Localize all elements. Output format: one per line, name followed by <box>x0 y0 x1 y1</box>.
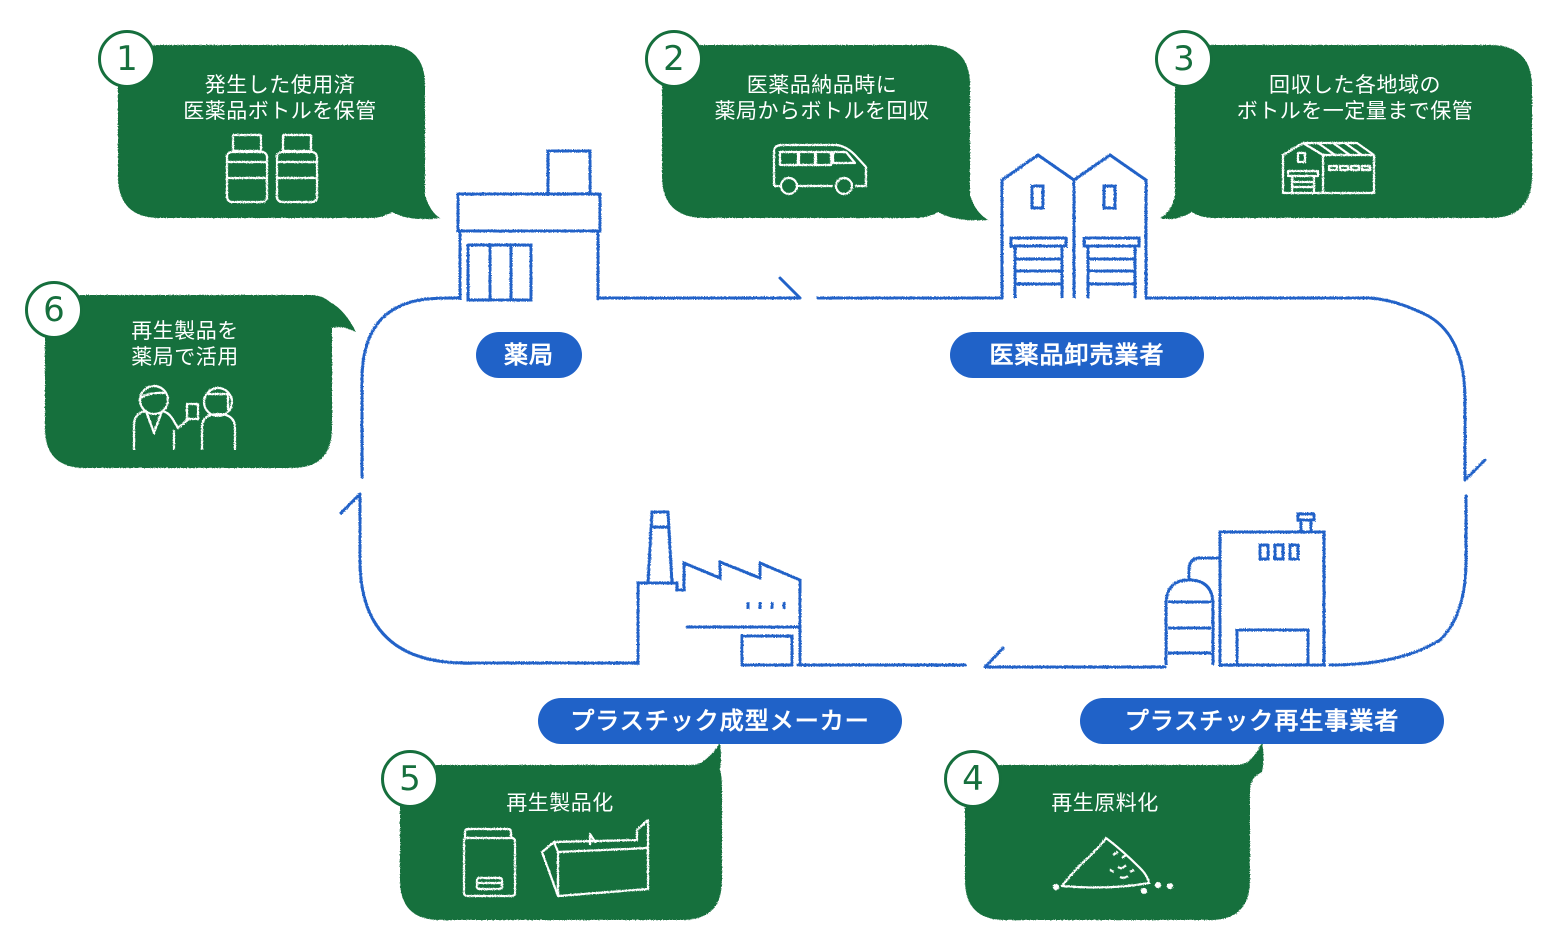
step-2-text: 医薬品納品時に 薬局からボトルを回収 <box>672 72 972 124</box>
step-6-line1: 再生製品を <box>131 319 239 343</box>
step-3-text: 回収した各地域の ボトルを一定量まで保管 <box>1200 72 1510 124</box>
loop-arrow-left <box>983 646 1167 669</box>
step-1-line1: 発生した使用済 <box>204 73 356 97</box>
facility-label-pharmacy: 薬局 <box>476 332 582 378</box>
bubble-3-shape <box>1160 45 1532 220</box>
bubble-2-shape <box>662 45 988 221</box>
loop-arrow-right <box>598 276 802 300</box>
medicine-bottles-icon <box>225 133 319 204</box>
step-5-line1: 再生製品化 <box>506 791 614 815</box>
facility-label-molding-maker: プラスチック成型メーカー <box>538 698 902 744</box>
step-6-text: 再生製品を 薬局で活用 <box>80 318 290 370</box>
recycling-plant-icon <box>1164 512 1326 667</box>
loop-arrow-up <box>339 492 640 665</box>
step-4-number: 4 <box>944 750 1002 808</box>
facility-label-recycler: プラスチック再生事業者 <box>1080 698 1444 744</box>
step-2-number: 2 <box>645 30 703 88</box>
step-3-line1: 回収した各地域の <box>1269 73 1441 97</box>
bubble-1-shape <box>118 45 440 220</box>
step-6-line2: 薬局で活用 <box>131 345 239 369</box>
step-6-number: 6 <box>25 281 83 339</box>
step-5-text: 再生製品化 <box>440 790 680 816</box>
step-4-text: 再生原料化 <box>990 790 1220 816</box>
step-3-number: 3 <box>1155 30 1213 88</box>
step-2-line1: 医薬品納品時に <box>746 73 898 97</box>
step-2-line2: 薬局からボトルを回収 <box>714 99 930 123</box>
step-4-line1: 再生原料化 <box>1051 791 1159 815</box>
loop-left-upper <box>360 296 460 479</box>
step-1-line2: 医薬品ボトルを保管 <box>183 99 377 123</box>
loop-right-lower <box>1328 494 1468 667</box>
step-1-text: 発生した使用済 医薬品ボトルを保管 <box>140 72 420 124</box>
loop-arrow-down <box>1144 296 1487 482</box>
bubble-6-shape <box>45 295 356 468</box>
step-1-number: 1 <box>98 30 156 88</box>
facility-label-wholesaler: 医薬品卸売業者 <box>950 332 1204 378</box>
pharmacy-building-icon <box>456 149 602 302</box>
step-5-number: 5 <box>381 750 439 808</box>
bubble-4-shape <box>965 742 1264 920</box>
powder-pile-icon <box>1052 836 1174 895</box>
recycled-products-icon <box>462 818 650 898</box>
pharmacist-customer-icon <box>132 384 237 450</box>
factory-icon <box>636 510 802 667</box>
van-icon <box>772 143 868 196</box>
bubble-5-shape <box>400 742 722 920</box>
warehouse-icon <box>1281 141 1376 195</box>
wholesaler-warehouse-icon <box>1000 153 1148 298</box>
step-3-line2: ボトルを一定量まで保管 <box>1236 99 1474 123</box>
